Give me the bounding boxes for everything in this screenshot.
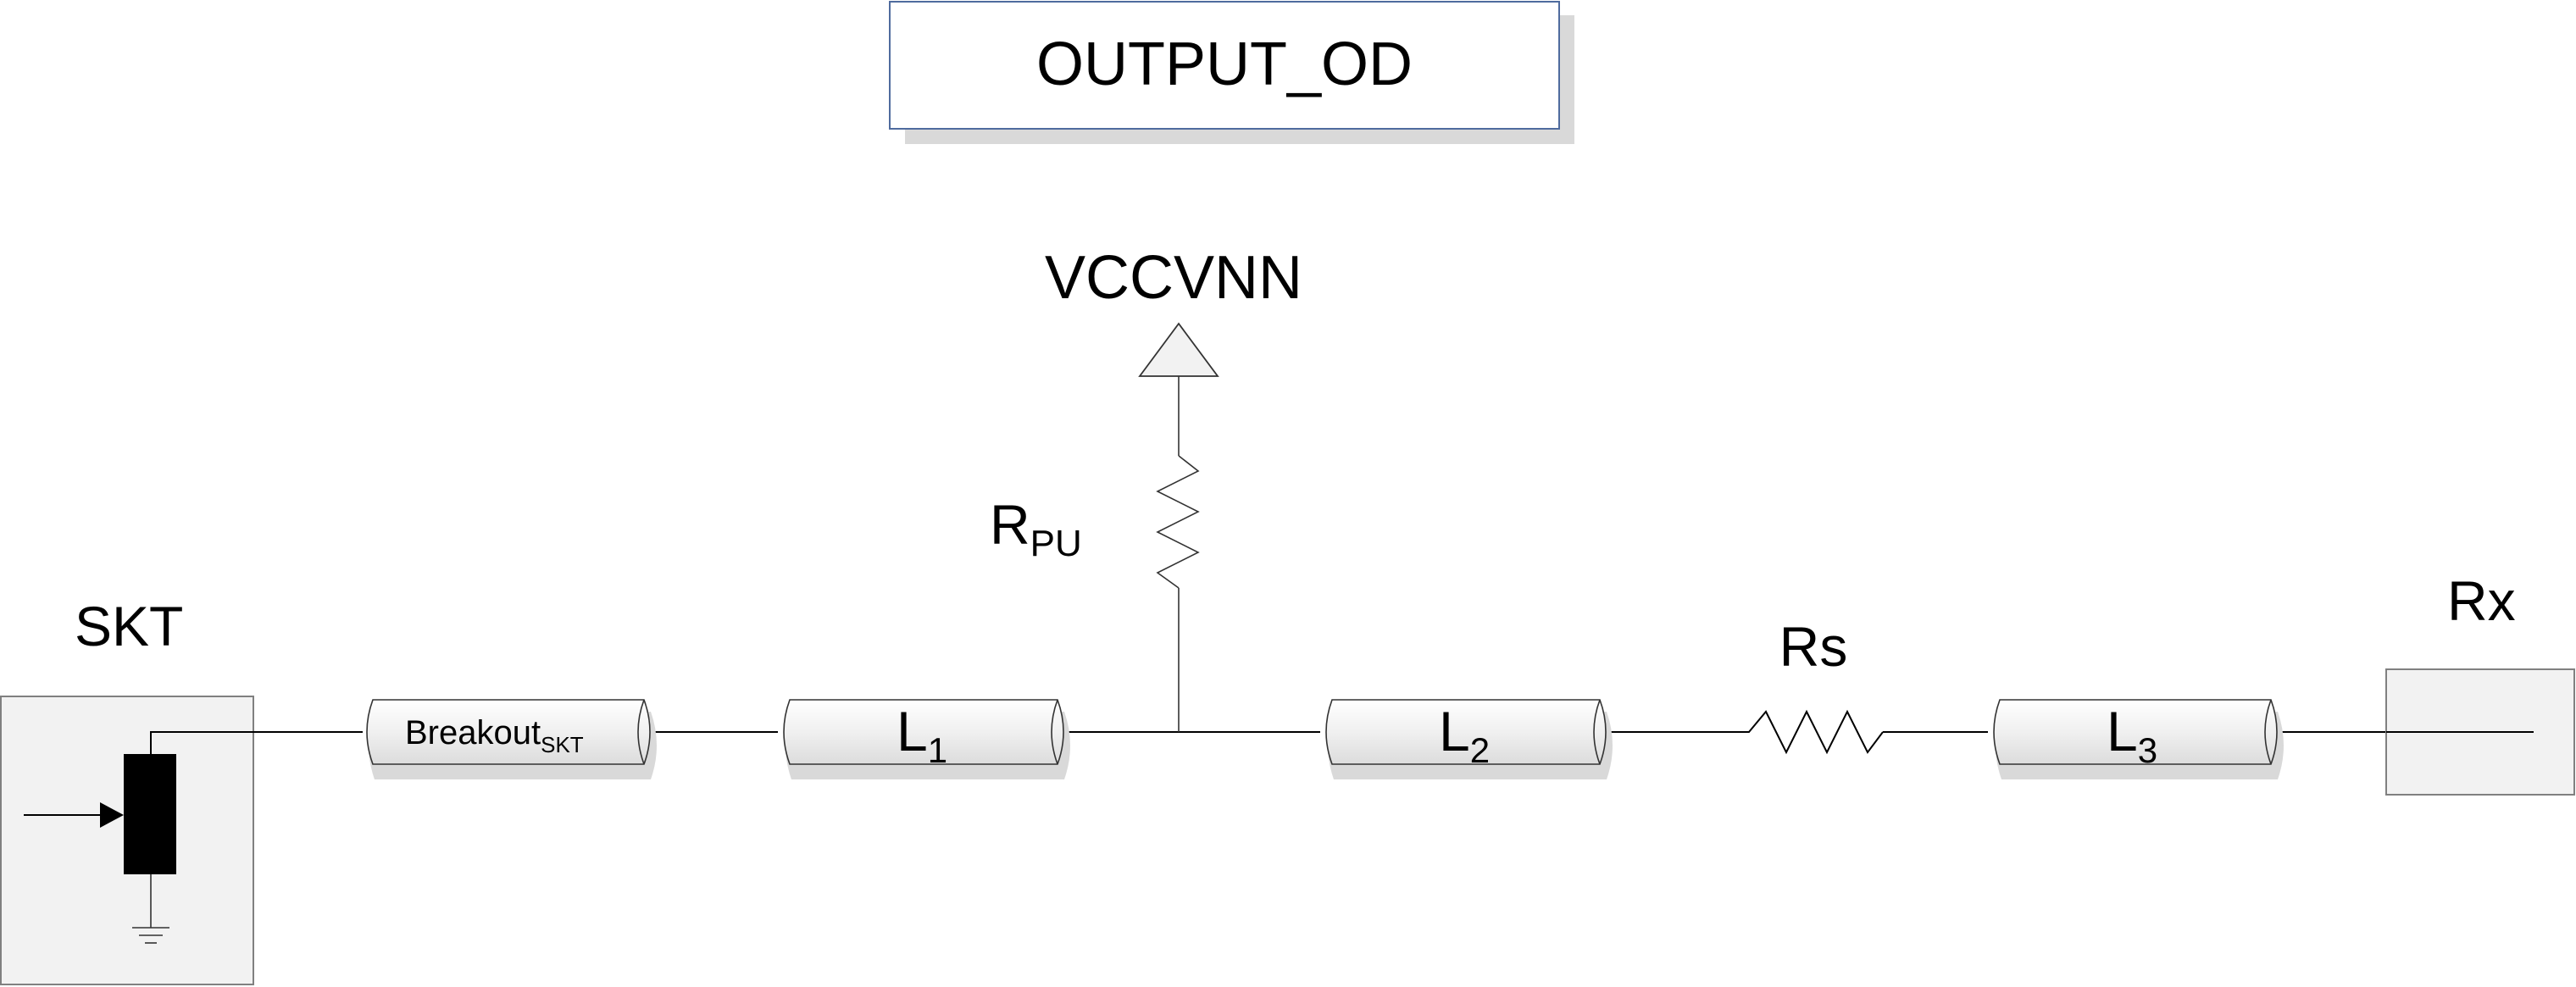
series-resistor-label: Rs — [1779, 615, 1848, 678]
driver-transistor-body — [124, 754, 176, 874]
title-box-frame — [889, 1, 1560, 130]
l3-label: L3 — [2107, 700, 2157, 770]
title-text: OUTPUT_OD — [1036, 30, 1413, 98]
pullup-resistor — [1156, 455, 1200, 589]
transmission-line-l1: L1 — [783, 699, 1070, 779]
title-box: OUTPUT_OD — [889, 1, 1574, 144]
driver-output-stub — [150, 731, 253, 754]
transmission-line-l3: L3 — [1993, 699, 2284, 779]
breakout-end-ring — [637, 699, 645, 765]
l2-label: L2 — [1439, 700, 1490, 770]
series-resistor-group: Rs — [1739, 615, 1884, 755]
l2-end-ring — [1593, 699, 1601, 765]
series-resistor — [1739, 709, 1884, 755]
breakout-label: BreakoutSKT — [405, 714, 584, 757]
l1-end-ring — [1051, 699, 1058, 765]
pullup-resistor-label: RPU — [990, 493, 1082, 564]
transmission-line-breakout: BreakoutSKT — [366, 699, 657, 779]
pullup-branch: VCCVNN RPU — [990, 244, 1302, 732]
l1-label: L1 — [897, 700, 947, 770]
supply-triangle-icon — [1138, 322, 1219, 377]
socket-label: SKT — [75, 595, 183, 657]
l3-end-ring — [2264, 699, 2272, 765]
socket-driver: SKT — [0, 595, 254, 985]
receiver-label: Rx — [2447, 569, 2516, 632]
supply-label: VCCVNN — [1045, 244, 1302, 312]
ground-icon — [132, 927, 169, 944]
transmission-line-l2: L2 — [1325, 699, 1613, 779]
receiver: Rx — [2385, 569, 2575, 796]
socket-input-arrow — [100, 802, 124, 828]
